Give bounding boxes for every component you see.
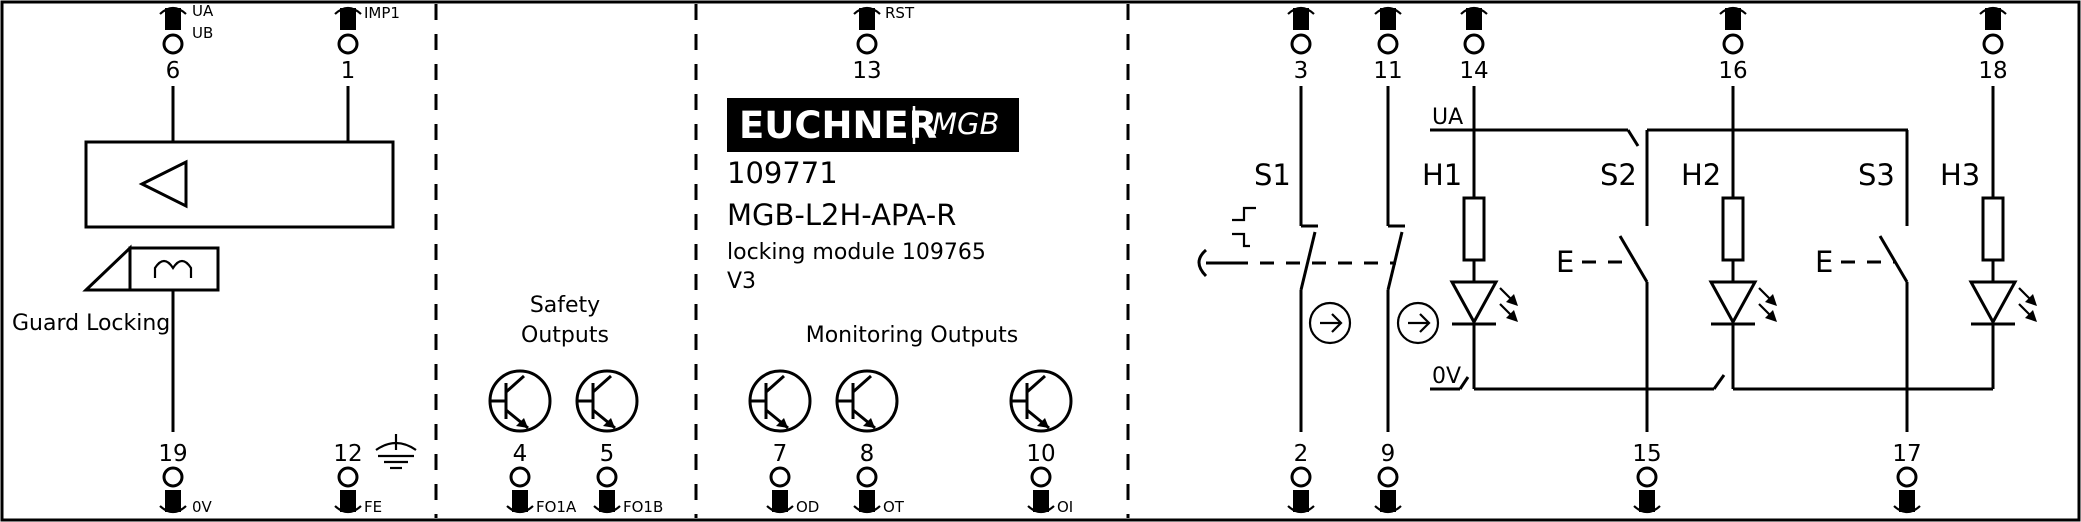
guard-locking-label: Guard Locking: [12, 311, 170, 336]
rail-ua-label: UA: [1432, 105, 1463, 130]
direction-arrow-icon: [1396, 301, 1440, 345]
terminal-label: OT: [883, 498, 905, 516]
terminal-number: 7: [773, 441, 788, 467]
top-terminal-3: 3: [1287, 6, 1315, 84]
bottom-terminal-5: 5 FO1B: [593, 441, 663, 516]
terminal-number: 13: [852, 58, 881, 84]
terminal-number: 1: [341, 58, 356, 84]
terminal-number: 19: [158, 441, 187, 467]
terminal-number: 10: [1026, 441, 1055, 467]
bottom-terminal-9: 9: [1374, 441, 1402, 514]
terminal-label: FE: [364, 498, 382, 516]
bottom-terminal-8: 8 OT: [853, 441, 905, 516]
top-terminal-13: 13 RST: [852, 4, 915, 84]
bottom-terminal-19: 19 0V: [158, 441, 212, 516]
terminal-number: 18: [1978, 58, 2007, 84]
led-label-h3: H3: [1940, 158, 1980, 192]
terminal-number: 2: [1294, 441, 1309, 467]
terminal-number: 11: [1373, 58, 1402, 84]
logo-product: MGB: [932, 107, 999, 141]
bottom-terminal-7: 7 OD: [766, 441, 819, 516]
led-branch-h1: [1449, 86, 1518, 389]
guard-locking-wedge-icon: [82, 244, 132, 292]
terminal-number: 3: [1294, 58, 1309, 84]
actuator-label-e1: E: [1556, 245, 1574, 279]
top-terminal-14: 14: [1459, 6, 1489, 84]
coil-icon: [128, 246, 220, 292]
terminal-number: 6: [166, 58, 181, 84]
transistor-icon: [748, 369, 812, 433]
terminal-label: OI: [1057, 498, 1073, 516]
bottom-terminal-17: 17: [1892, 441, 1922, 514]
led-branch-h2: [1708, 86, 1777, 389]
bottom-terminal-10: 10 OI: [1026, 441, 1073, 516]
terminal-number: 9: [1381, 441, 1396, 467]
top-terminal-1: 1 IMP1: [334, 4, 400, 84]
led-label-h2: H2: [1681, 158, 1721, 192]
guard-locking-block: Guard Locking: [12, 86, 417, 470]
terminal-number: 16: [1718, 58, 1747, 84]
transistor-icon: [488, 369, 552, 433]
bottom-terminal-15: 15: [1632, 441, 1662, 514]
terminal-number: 15: [1632, 441, 1661, 467]
monitoring-outputs-label: Monitoring Outputs: [806, 323, 1019, 348]
terminal-label: FO1A: [536, 498, 577, 516]
top-terminal-11: 11: [1373, 6, 1403, 84]
terminal-number: 14: [1459, 58, 1488, 84]
switch-label-s2: S2: [1600, 158, 1637, 192]
amplifier-triangle-icon: [138, 159, 188, 209]
logo-brand: EUCHNER: [739, 104, 937, 147]
terminal-label: RST: [885, 4, 915, 22]
bottom-terminal-4: 4 FO1A: [506, 441, 577, 516]
safety-outputs-label-1: Safety: [530, 293, 600, 318]
terminal-label: IMP1: [364, 4, 400, 22]
euchner-logo: EUCHNER MGB: [727, 98, 1019, 152]
switch-label-s1: S1: [1254, 158, 1291, 192]
direction-arrow-icon: [1308, 301, 1352, 345]
part-number: 109771: [727, 156, 838, 190]
pushbutton-icon: [1197, 206, 1396, 278]
terminal-label: UB: [192, 24, 213, 42]
rail-0v-label: 0V: [1432, 364, 1461, 389]
terminal-number: 8: [860, 441, 875, 467]
transistor-icon: [575, 369, 639, 433]
terminal-number: 12: [333, 441, 362, 467]
led-branch-h3: [1968, 86, 2037, 389]
terminal-label: 0V: [192, 498, 213, 516]
transistor-icon: [835, 369, 899, 433]
terminal-number: 5: [600, 441, 615, 467]
led-label-h1: H1: [1422, 158, 1462, 192]
top-terminal-6: 6 UA UB: [159, 2, 214, 84]
terminal-label: FO1B: [623, 498, 663, 516]
module-description: locking module 109765: [727, 240, 986, 265]
version: V3: [727, 269, 756, 294]
top-terminal-16: 16: [1718, 6, 1748, 84]
actuator-label-e2: E: [1815, 245, 1833, 279]
transistor-icon: [1009, 369, 1073, 433]
terminal-label: UA: [192, 2, 214, 20]
bottom-terminal-12: 12 FE: [333, 441, 382, 516]
ground-icon: [375, 434, 417, 470]
terminal-number: 17: [1892, 441, 1921, 467]
terminal-label: OD: [796, 498, 819, 516]
safety-outputs-label-2: Outputs: [521, 323, 609, 348]
bottom-terminal-2: 2: [1287, 441, 1315, 514]
top-terminal-18: 18: [1978, 6, 2008, 84]
terminal-number: 4: [513, 441, 528, 467]
switch-label-s3: S3: [1858, 158, 1895, 192]
model-name: MGB-L2H-APA-R: [727, 198, 956, 232]
